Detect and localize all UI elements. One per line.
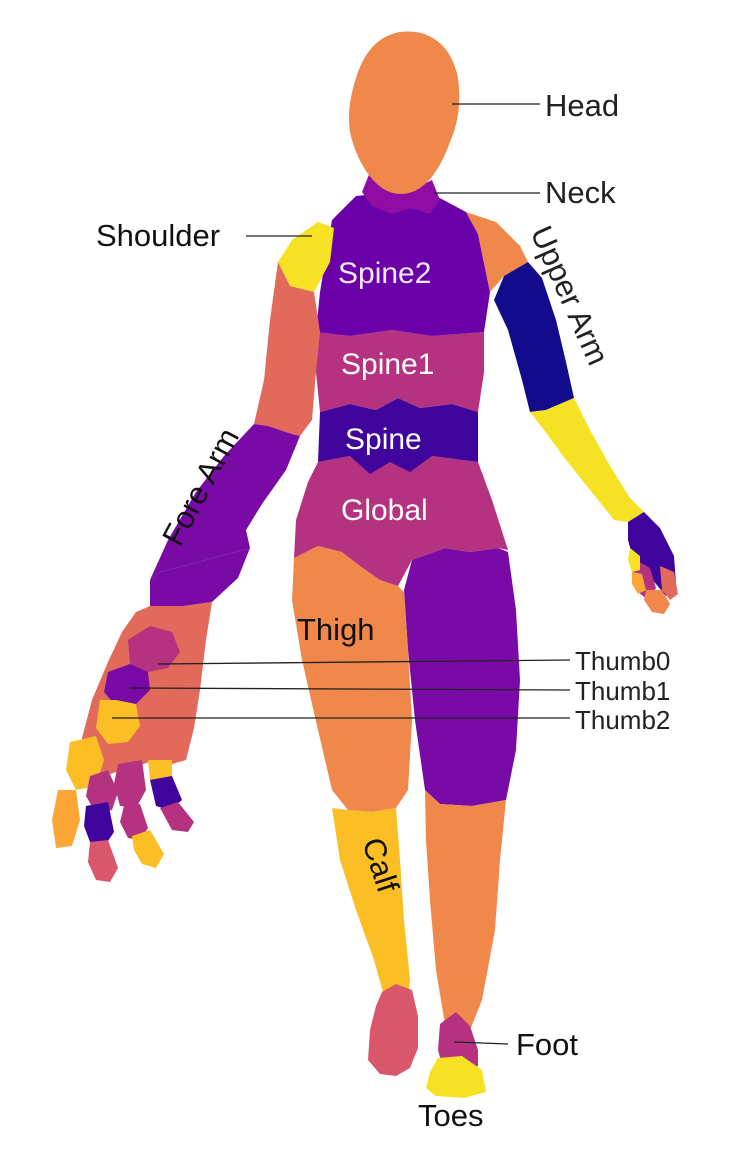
thumb0-label: Thumb0 [575,646,670,676]
left-hand-fingertip [660,566,678,600]
index-finger-distal [52,790,80,848]
right-wrist-segment [150,548,250,606]
left-hand-thumb-tip [632,572,646,594]
spine-label: Spine [345,423,422,456]
spine2-label: Spine2 [338,257,431,290]
leader-lines [112,103,571,1045]
ring-finger-mid [120,804,148,840]
left-upper-arm-segment [494,262,574,412]
ring-finger-proximal [114,760,146,808]
head-segment [349,31,460,195]
toes-label: Toes [418,1098,483,1133]
pinky-finger-distal [160,802,194,832]
middle-finger-distal [88,840,118,882]
thumb2-label: Thumb2 [575,705,670,735]
thumb1-leader-line [129,687,571,691]
left-hand-thumb [628,548,640,572]
left-calf-segment [425,790,506,1038]
thumb2-segment [96,700,140,744]
pinky-finger-proximal [148,760,172,780]
thumb0-leader-line [157,659,571,665]
foot-label: Foot [516,1027,578,1062]
thumb1-label: Thumb1 [575,676,670,706]
right-thigh-segment [292,546,412,812]
spine2-segment [316,192,490,336]
right-foot-segment [368,984,418,1076]
right-calf-segment [332,808,410,1000]
ring-finger-distal [132,830,164,868]
left-fore-arm-segment [530,398,644,522]
body-figure [52,31,678,1098]
right-shoulder-segment [278,222,334,292]
spine-segment [318,398,478,474]
shoulder-label: Shoulder [96,218,220,253]
neck-label: Neck [545,175,616,210]
thumb0-segment [128,626,180,672]
left-toes-segment [426,1056,486,1098]
pinky-finger-mid [150,776,182,810]
right-fore-arm-segment [150,424,300,580]
spine1-label: Spine1 [341,348,434,381]
global-label: Global [341,494,428,527]
left-thigh-segment [404,548,520,806]
left-hand-finger-b [644,590,670,614]
thumb1-segment [104,664,150,706]
head-label: Head [545,88,619,123]
left-shoulder-segment [466,212,528,292]
right-upper-arm-segment [254,262,320,436]
foot-leader-line [453,1041,509,1045]
spine1-segment [316,330,484,412]
middle-finger-proximal [86,770,118,814]
middle-finger-mid [84,802,114,844]
thigh-label: Thigh [297,612,375,647]
global-segment [294,456,508,586]
